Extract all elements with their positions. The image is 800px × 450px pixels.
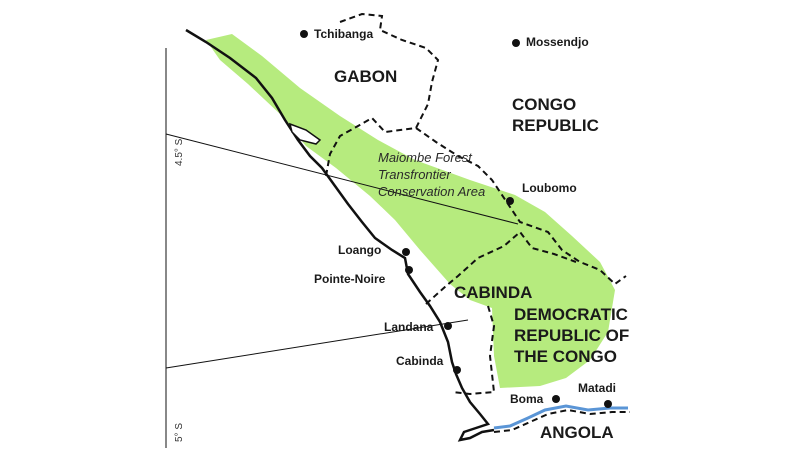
congo-republic-label-line-2: REPUBLIC (512, 116, 599, 135)
coastline (185, 28, 495, 442)
loango-marker (402, 248, 410, 256)
city-markers (300, 30, 612, 408)
congo-river (493, 404, 628, 430)
loango-label: Loango (338, 243, 381, 257)
tchibanga-label: Tchibanga (314, 27, 373, 41)
boma-label: Boma (510, 392, 544, 406)
cabinda-city-label: Cabinda (396, 354, 444, 368)
landana-marker (444, 322, 452, 330)
drc-label-line-2: REPUBLIC OF (514, 326, 629, 345)
pointe-noire-marker (405, 266, 413, 274)
drc-label-line-1: DEMOCRATIC (514, 305, 628, 324)
boma-marker (552, 395, 560, 403)
conservation-area-label-line-1: Maiombe Forest (378, 150, 473, 165)
matadi-label: Matadi (578, 381, 616, 395)
gabon-label: GABON (334, 67, 397, 86)
latitude-5-label: 5° S (174, 423, 185, 442)
landana-label: Landana (384, 320, 434, 334)
loubomo-label: Loubomo (522, 181, 577, 195)
angola-label: ANGOLA (540, 423, 614, 442)
tchibanga-marker (300, 30, 308, 38)
angola-border (493, 408, 630, 433)
border-cabinda-east (451, 305, 496, 396)
cabinda-marker (453, 366, 461, 374)
conservation-area-label-line-2: Transfrontier (378, 167, 451, 182)
mossendjo-marker (512, 39, 520, 47)
cabinda-label: CABINDA (454, 283, 532, 302)
latitude-4-5-label: 4.5° S (174, 138, 185, 166)
congo-republic-label-line-1: CONGO (512, 95, 576, 114)
drc-label-line-3: THE CONGO (514, 347, 617, 366)
border-gabon-congo (325, 12, 440, 177)
loubomo-marker (506, 197, 514, 205)
leader-line-upper (165, 133, 519, 225)
leader-line-lower (165, 319, 469, 369)
border-congo-drc (415, 127, 627, 286)
international-borders (325, 12, 627, 396)
conservation-area-label-line-3: Conservation Area (378, 184, 485, 199)
border-cabinda-north (425, 230, 577, 305)
matadi-marker (604, 400, 612, 408)
lagoon-outline (288, 122, 322, 145)
pointe-noire-label: Pointe-Noire (314, 272, 386, 286)
mossendjo-label: Mossendjo (526, 35, 589, 49)
conservation-area (206, 34, 615, 388)
